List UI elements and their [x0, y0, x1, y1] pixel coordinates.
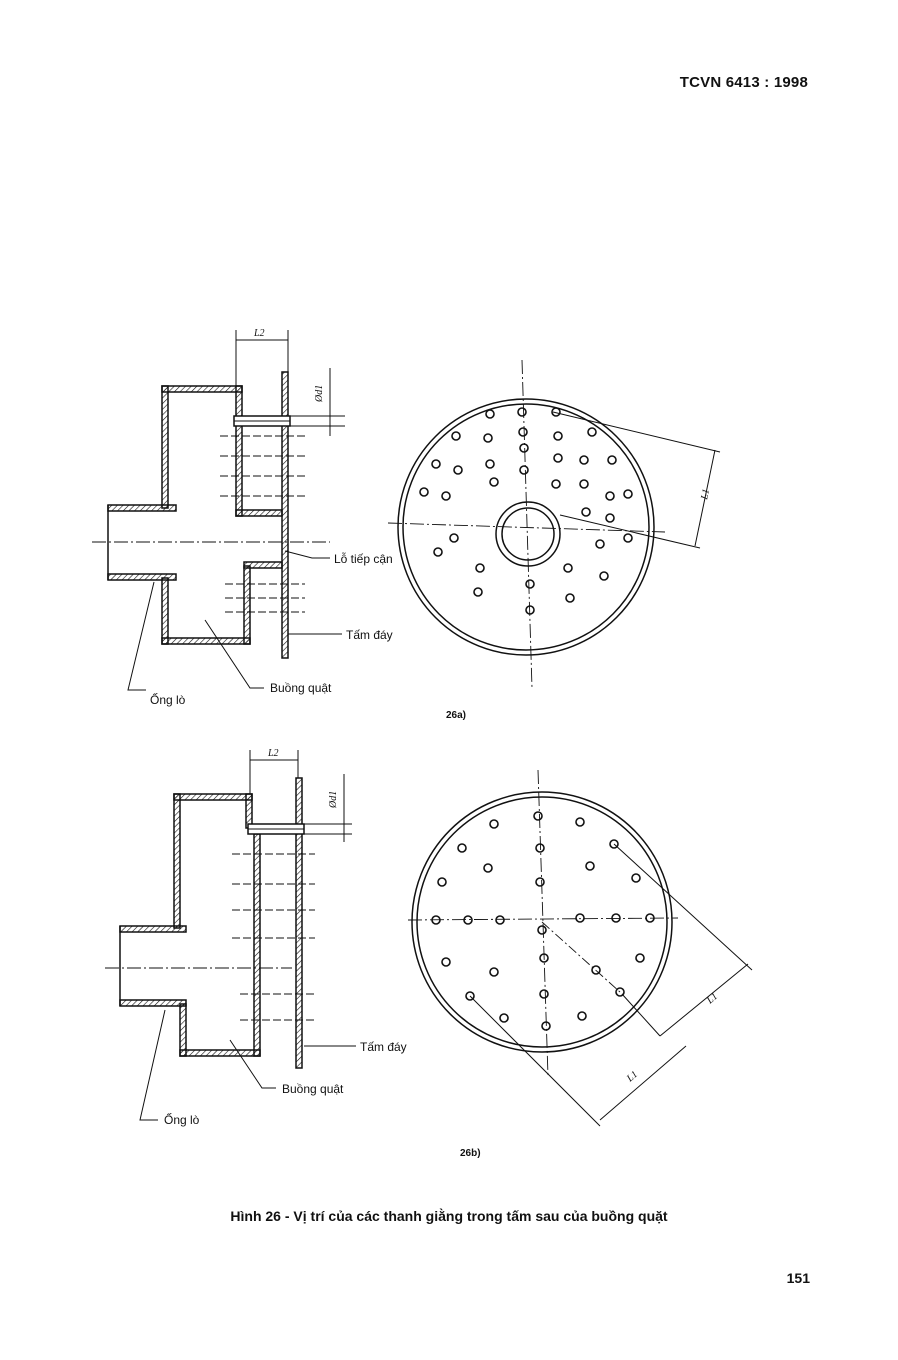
- label-dim-l1-b-inner: L1: [624, 1069, 640, 1085]
- figure-caption: Hình 26 - Vị trí của các thanh giằng tro…: [230, 1208, 668, 1224]
- label-bottom-plate-a: Tấm đáy: [346, 628, 393, 642]
- page-number: 151: [786, 1270, 810, 1286]
- stay-holes-a: [419, 407, 633, 615]
- label-furnace-tube-a: Ống lò: [150, 692, 186, 707]
- label-access-hole-a: Lỗ tiếp cận: [334, 551, 393, 566]
- label-bottom-plate-b: Tấm đáy: [360, 1040, 407, 1054]
- label-furnace-tube-b: Ống lò: [164, 1112, 200, 1127]
- label-chamber-b: Buồng quật: [282, 1082, 344, 1096]
- subfigure-label-b: 26b): [460, 1148, 481, 1159]
- label-dim-l2-b: L2: [267, 748, 279, 759]
- plate-view-b: [407, 769, 753, 1127]
- label-dim-l2-a: L2: [253, 328, 265, 339]
- label-dim-d1-b: Ød1: [328, 791, 339, 809]
- subfigure-label-a: 26a): [446, 710, 466, 721]
- plate-view-a: [387, 359, 721, 689]
- label-dim-l1-b-outer: L1: [704, 991, 720, 1007]
- label-chamber-a: Buồng quật: [270, 681, 332, 695]
- standard-code: TCVN 6413 : 1998: [679, 74, 808, 91]
- label-dim-l1-a: L1: [699, 488, 712, 502]
- section-view-a: [92, 330, 345, 691]
- stay-holes-b: [431, 811, 655, 1031]
- section-view-b: [105, 750, 356, 1121]
- label-dim-d1-a: Ød1: [314, 385, 325, 403]
